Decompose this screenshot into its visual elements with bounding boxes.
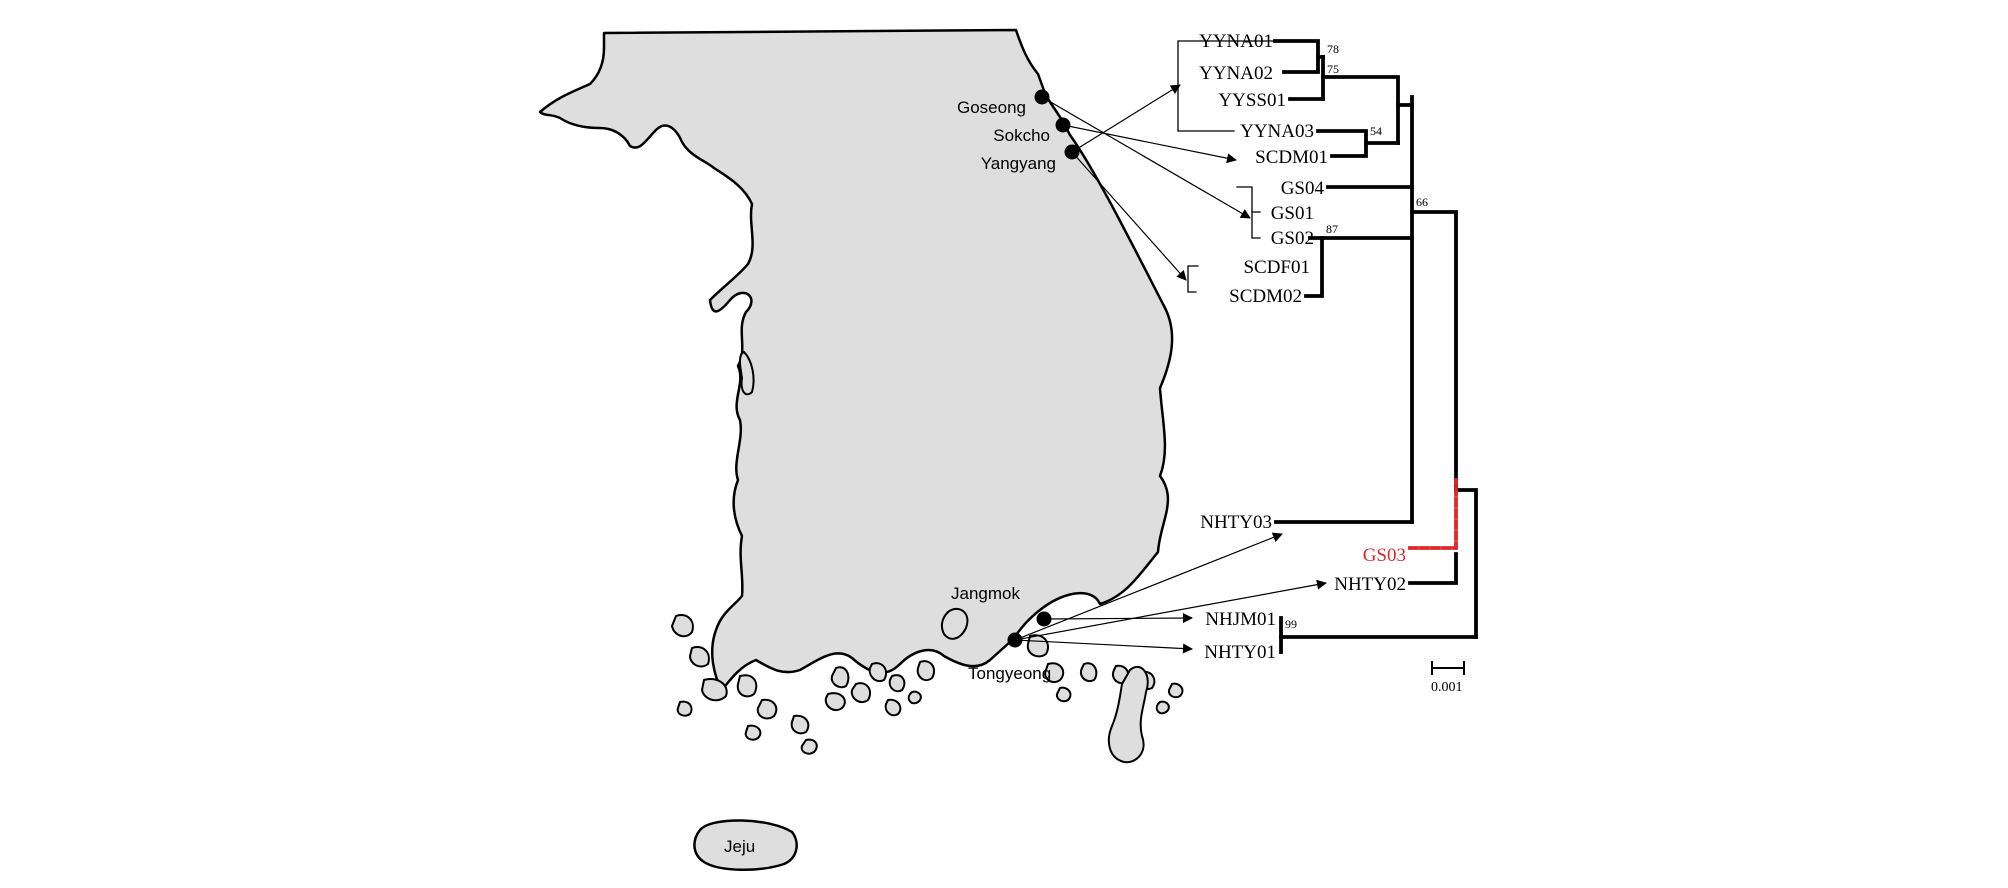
island bbox=[688, 646, 710, 668]
island bbox=[670, 614, 694, 638]
bootstrap-values: 78 75 54 66 87 99 bbox=[1285, 42, 1428, 631]
scale-label: 0.001 bbox=[1431, 680, 1463, 695]
taxon-label: YYNA01 bbox=[1199, 31, 1273, 52]
island bbox=[850, 682, 872, 704]
bootstrap-label: 99 bbox=[1285, 617, 1297, 631]
island bbox=[800, 738, 818, 755]
taxon-label: SCDF01 bbox=[1243, 257, 1310, 278]
taxon-label: GS02 bbox=[1271, 228, 1314, 249]
taxon-label-highlight: GS03 bbox=[1363, 545, 1406, 566]
island bbox=[1044, 662, 1065, 684]
taxon-label: YYSS01 bbox=[1218, 90, 1286, 111]
taxon-label: NHTY01 bbox=[1204, 642, 1276, 663]
island bbox=[736, 674, 758, 698]
island bbox=[756, 698, 778, 720]
island bbox=[739, 350, 755, 396]
location-label: Jangmok bbox=[951, 584, 1020, 603]
location-label: Goseong bbox=[957, 98, 1026, 117]
arrow bbox=[1014, 532, 1283, 641]
scale-bar bbox=[1431, 661, 1465, 675]
island bbox=[907, 690, 922, 705]
sampling-sites bbox=[1007, 89, 1080, 648]
arrow bbox=[1062, 124, 1237, 164]
phylogenetic-tree bbox=[1177, 39, 1478, 675]
location-label: Sokcho bbox=[993, 126, 1050, 145]
island bbox=[1080, 662, 1098, 682]
bootstrap-label: 66 bbox=[1416, 195, 1428, 209]
gs03-branch bbox=[1408, 478, 1458, 550]
bootstrap-label: 54 bbox=[1370, 124, 1382, 138]
island bbox=[1056, 686, 1072, 703]
site-to-clade-arrows bbox=[1014, 84, 1327, 654]
island bbox=[940, 607, 969, 640]
arrow bbox=[1014, 639, 1193, 654]
taxon-label: NHTY03 bbox=[1200, 512, 1272, 533]
island bbox=[884, 698, 902, 717]
arrow bbox=[1071, 151, 1187, 281]
island bbox=[830, 666, 850, 689]
island bbox=[790, 714, 810, 735]
arrow bbox=[1071, 84, 1181, 153]
island bbox=[1107, 665, 1149, 764]
taxon-label: YYNA02 bbox=[1199, 63, 1273, 84]
bootstrap-label: 78 bbox=[1327, 42, 1339, 56]
taxon-label: NHJM01 bbox=[1205, 609, 1276, 630]
thin-branches bbox=[1177, 40, 1276, 293]
island bbox=[1026, 634, 1049, 658]
taxon-label: GS04 bbox=[1281, 178, 1325, 199]
jeju-island bbox=[693, 819, 798, 871]
island bbox=[1155, 700, 1170, 715]
island bbox=[824, 692, 846, 712]
island bbox=[700, 678, 728, 702]
taxa-labels: YYNA01 YYNA02 YYSS01 YYNA03 SCDM01 GS04 … bbox=[1199, 31, 1406, 663]
mainland bbox=[538, 28, 1174, 692]
island bbox=[1168, 682, 1184, 699]
arrow bbox=[1014, 579, 1327, 641]
island bbox=[744, 724, 762, 741]
location-labels: Goseong Sokcho Yangyang Jangmok Tongyeon… bbox=[951, 98, 1056, 683]
thick-branches bbox=[1273, 39, 1478, 654]
location-label: Tongyeong bbox=[968, 664, 1051, 683]
taxon-label: SCDM01 bbox=[1255, 147, 1328, 168]
arrow bbox=[1043, 613, 1193, 624]
island bbox=[868, 662, 888, 682]
bootstrap-label: 87 bbox=[1326, 222, 1338, 236]
location-label: Yangyang bbox=[981, 154, 1056, 173]
arrow bbox=[1041, 96, 1251, 219]
taxon-label: YYNA03 bbox=[1240, 121, 1314, 142]
bootstrap-label: 75 bbox=[1327, 62, 1339, 76]
taxon-label: NHTY02 bbox=[1334, 574, 1406, 595]
taxon-label: SCDM02 bbox=[1229, 286, 1302, 307]
taxon-label: GS01 bbox=[1271, 203, 1314, 224]
jeju-label: Jeju bbox=[724, 837, 755, 856]
island bbox=[916, 660, 936, 682]
island bbox=[676, 700, 693, 717]
island bbox=[888, 674, 906, 693]
korea-map: Jeju bbox=[538, 28, 1184, 871]
